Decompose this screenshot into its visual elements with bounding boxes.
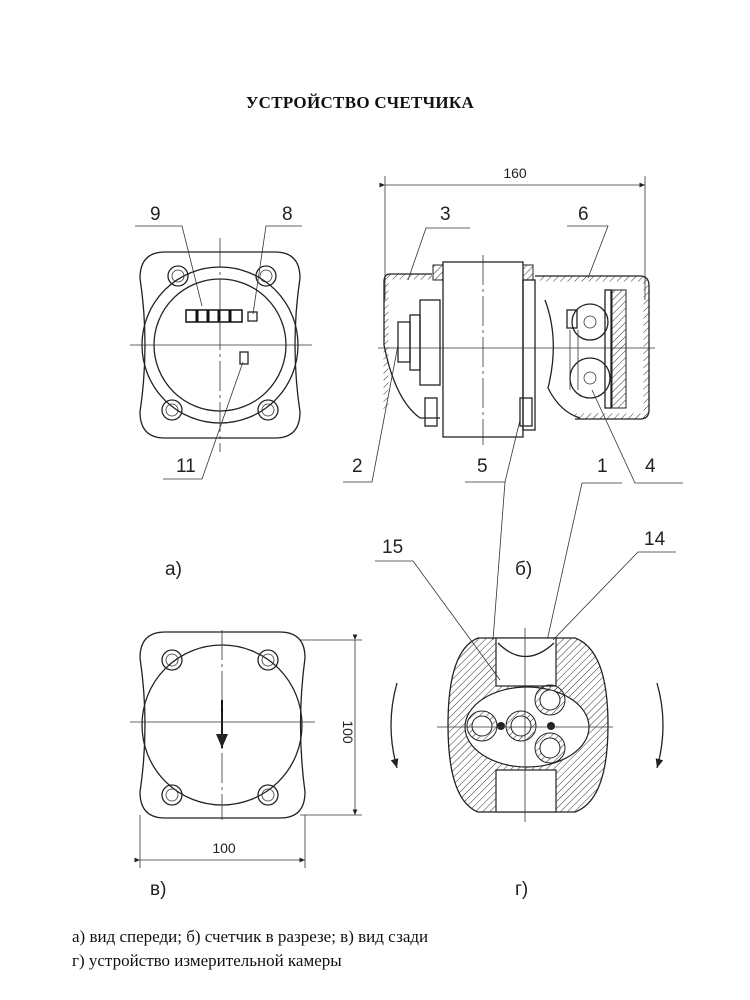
rotation-arrow-icon [390, 682, 399, 769]
callout-14: 14 [644, 529, 666, 550]
callout-4: 4 [645, 456, 656, 477]
caption-line-1: а) вид спереди; б) счетчик в разрезе; в)… [72, 927, 429, 946]
callout-1: 1 [597, 456, 608, 477]
back-housing [139, 631, 306, 819]
dimension-height-100: 100 [340, 720, 356, 744]
callout-9: 9 [150, 204, 161, 225]
back-view: 100 100 в) [130, 630, 362, 900]
indicator-window [239, 351, 249, 365]
back-view-label: в) [150, 879, 166, 900]
front-housing [139, 251, 301, 439]
callout-2: 2 [352, 456, 363, 477]
chamber-view: 15 14 г) [375, 529, 676, 900]
dimension-width-100: 100 [212, 840, 236, 856]
callout-5: 5 [477, 456, 488, 477]
front-view-label: а) [165, 559, 182, 580]
front-view: 9 8 11 а) [130, 204, 312, 580]
callout-15: 15 [382, 537, 403, 558]
callout-8: 8 [282, 204, 293, 225]
diagram-title: УСТРОЙСТВО СЧЕТЧИКА [246, 93, 475, 112]
callout-6: 6 [578, 204, 589, 225]
callout-11: 11 [176, 456, 196, 477]
rotor [466, 684, 566, 764]
counter-display [185, 309, 258, 323]
chamber-view-label: г) [515, 879, 528, 900]
left-cover [383, 273, 440, 419]
gear-icon [569, 357, 611, 399]
dimension-160: 160 [503, 165, 527, 181]
bolt-icon [161, 265, 279, 421]
caption-line-2: г) устройство измерительной камеры [72, 951, 342, 970]
bolt-icon [161, 649, 279, 806]
gear-icon [571, 303, 609, 341]
section-view-label: б) [515, 559, 532, 580]
callout-3: 3 [440, 204, 451, 225]
section-view: 160 3 6 2 5 1 [343, 165, 683, 719]
rotation-arrow-icon [655, 682, 664, 769]
